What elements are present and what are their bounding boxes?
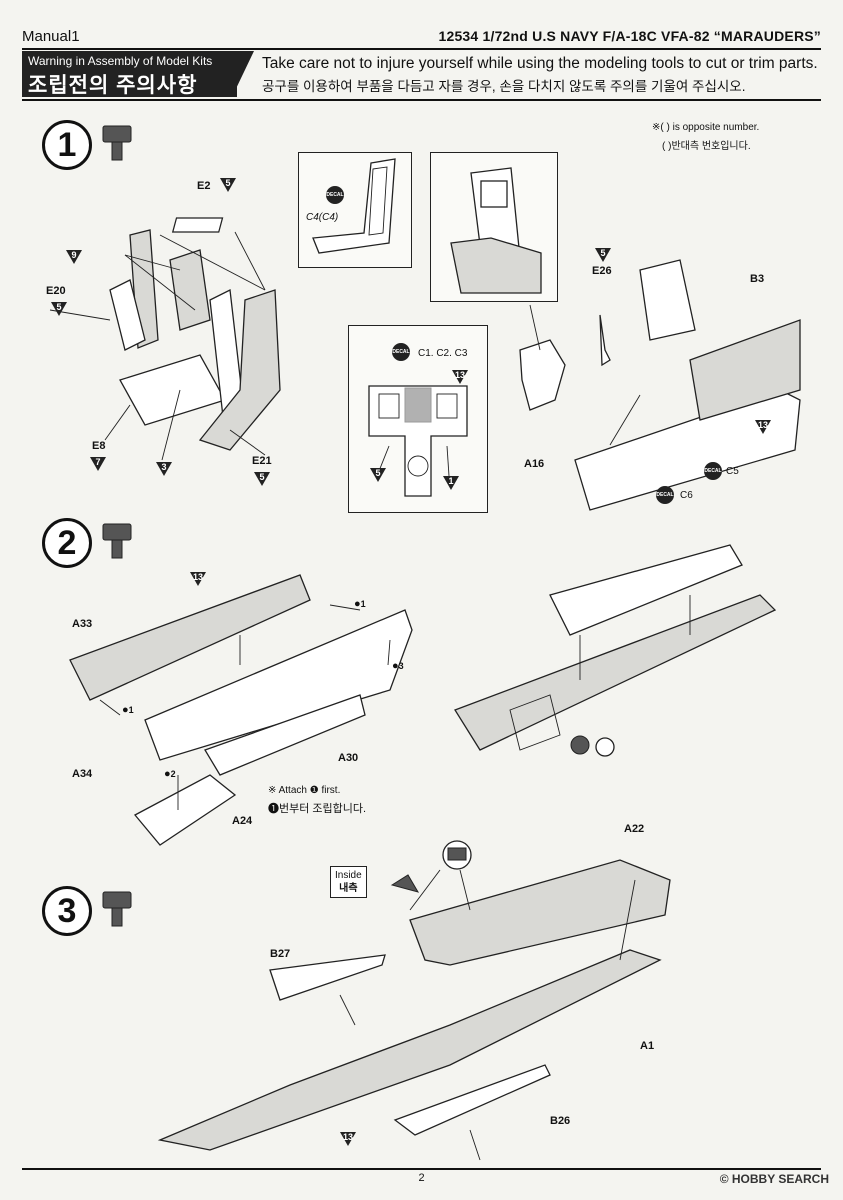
label-b3: B3 [750,273,765,285]
label-e20: E20 [46,285,66,297]
seat-closeup-inset [430,152,558,302]
decal-icon: DECAL [704,462,722,480]
label-a33: A33 [72,618,93,630]
label-a1: A1 [640,1040,655,1052]
inside-label-ko: 내측 [339,883,358,894]
cement-icon [102,891,132,927]
cockpit-tub-diagram [519,259,801,511]
color-marker-3: 3 [156,462,172,476]
color-marker-9: 9 [66,250,82,264]
fuselage-halves-diagram [157,840,671,1161]
step-2-note-ko: ❶번부터 조립합니다. [268,803,367,815]
fuselage-assembly-diagram [69,574,413,846]
kit-title: 12534 1/72nd U.S NAVY F/A-18C VFA-82 “MA… [438,28,821,44]
warning-slash [232,51,254,97]
label-a22: A22 [624,823,645,835]
label-c4: C4(C4) [306,212,339,223]
label-e8: E8 [92,440,106,452]
color-marker-5: 5 [595,248,611,262]
label-c1-c2-c3: C1. C2. C3 [418,348,468,359]
color-marker-5: 5 [220,178,236,192]
footer-divider [22,1168,821,1170]
callout-1: ●1 [354,598,366,610]
step-2-badge: 2 [42,518,92,568]
cement-icon [102,523,132,559]
label-b27: B27 [270,948,291,960]
warning-text-en: Take care not to injure yourself while u… [262,55,818,72]
header-divider [22,48,821,50]
label-a24: A24 [232,815,253,827]
decal-inset-c4 [298,152,412,268]
color-marker-5: 5 [254,472,270,486]
step-2-note-en: ※ Attach ❶ first. [268,785,341,796]
inside-indicator: Inside 내측 [330,866,367,898]
label-c5: C5 [726,466,739,477]
label-e2: E2 [197,180,211,192]
label-c6: C6 [680,490,693,501]
decal-icon: DECAL [326,186,344,204]
instrument-panel-inset [348,325,488,513]
warning-text-ko: 공구를 이용하여 부품을 다듬고 자를 경우, 손을 다치지 않도록 주의를 기… [262,79,746,94]
cement-icon [102,125,132,161]
step-1-badge: 1 [42,120,92,170]
manual-title: Manual1 [22,28,80,45]
label-a34: A34 [72,768,93,780]
label-a30: A30 [338,752,359,764]
decal-icon: DECAL [392,343,410,361]
callout-3: ●3 [392,660,404,672]
page-number: 2 [418,1172,425,1184]
seat-assembly-diagram [49,217,281,461]
color-marker-13: 13 [452,370,468,384]
color-marker-13: 13 [340,1132,356,1146]
callout-1: ●1 [122,704,134,716]
color-marker-5: 5 [370,468,386,482]
warning-label-box: Warning in Assembly of Model Kits 조립전의 주… [22,51,237,97]
label-e21: E21 [252,455,272,467]
color-marker-13: 13 [190,572,206,586]
color-marker-13: 13 [755,420,771,434]
label-b26: B26 [550,1115,571,1127]
step-1-note-en: ※( ) is opposite number. [652,122,760,133]
color-marker-1: 1 [443,476,459,490]
warning-title-en: Warning in Assembly of Model Kits [28,54,213,68]
label-a16: A16 [524,458,545,470]
warning-title-ko: 조립전의 주의사항 [28,74,198,97]
label-e26: E26 [592,265,612,277]
fuselage-result-diagram [454,544,777,757]
step-1-note-ko: ( )반대측 번호입니다. [662,141,751,152]
watermark: © HOBBY SEARCH [719,1172,829,1186]
inside-label-en: Inside [335,870,362,881]
callout-2: ●2 [164,768,176,780]
decal-icon: DECAL [656,486,674,504]
color-marker-5: 5 [51,302,67,316]
color-marker-7: 7 [90,457,106,471]
warning-divider [22,99,821,101]
step-3-badge: 3 [42,886,92,936]
